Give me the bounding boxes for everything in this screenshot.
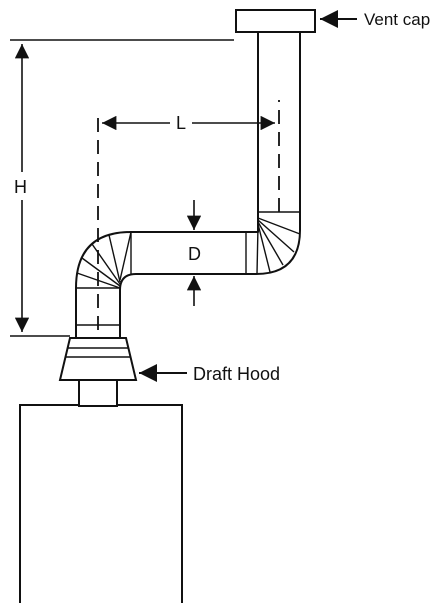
diameter-label: D (188, 244, 201, 264)
vent-cap-callout: Vent cap (320, 10, 430, 29)
vent-cap (235, 9, 316, 33)
height-label: H (14, 177, 27, 197)
diameter-dimension: D (186, 200, 202, 306)
draft-hood-label: Draft Hood (193, 364, 280, 384)
vent-pipe (75, 29, 301, 339)
height-dimension: H (10, 39, 234, 337)
lower-elbow-segments (76, 231, 132, 289)
length-label: L (176, 113, 186, 133)
vent-cap-label: Vent cap (364, 10, 430, 29)
upper-elbow-segments (256, 217, 301, 275)
appliance-body (19, 404, 183, 603)
draft-hood (58, 337, 138, 381)
draft-hood-collar (78, 379, 118, 407)
draft-hood-callout: Draft Hood (139, 364, 280, 384)
length-dimension: L (102, 113, 275, 133)
